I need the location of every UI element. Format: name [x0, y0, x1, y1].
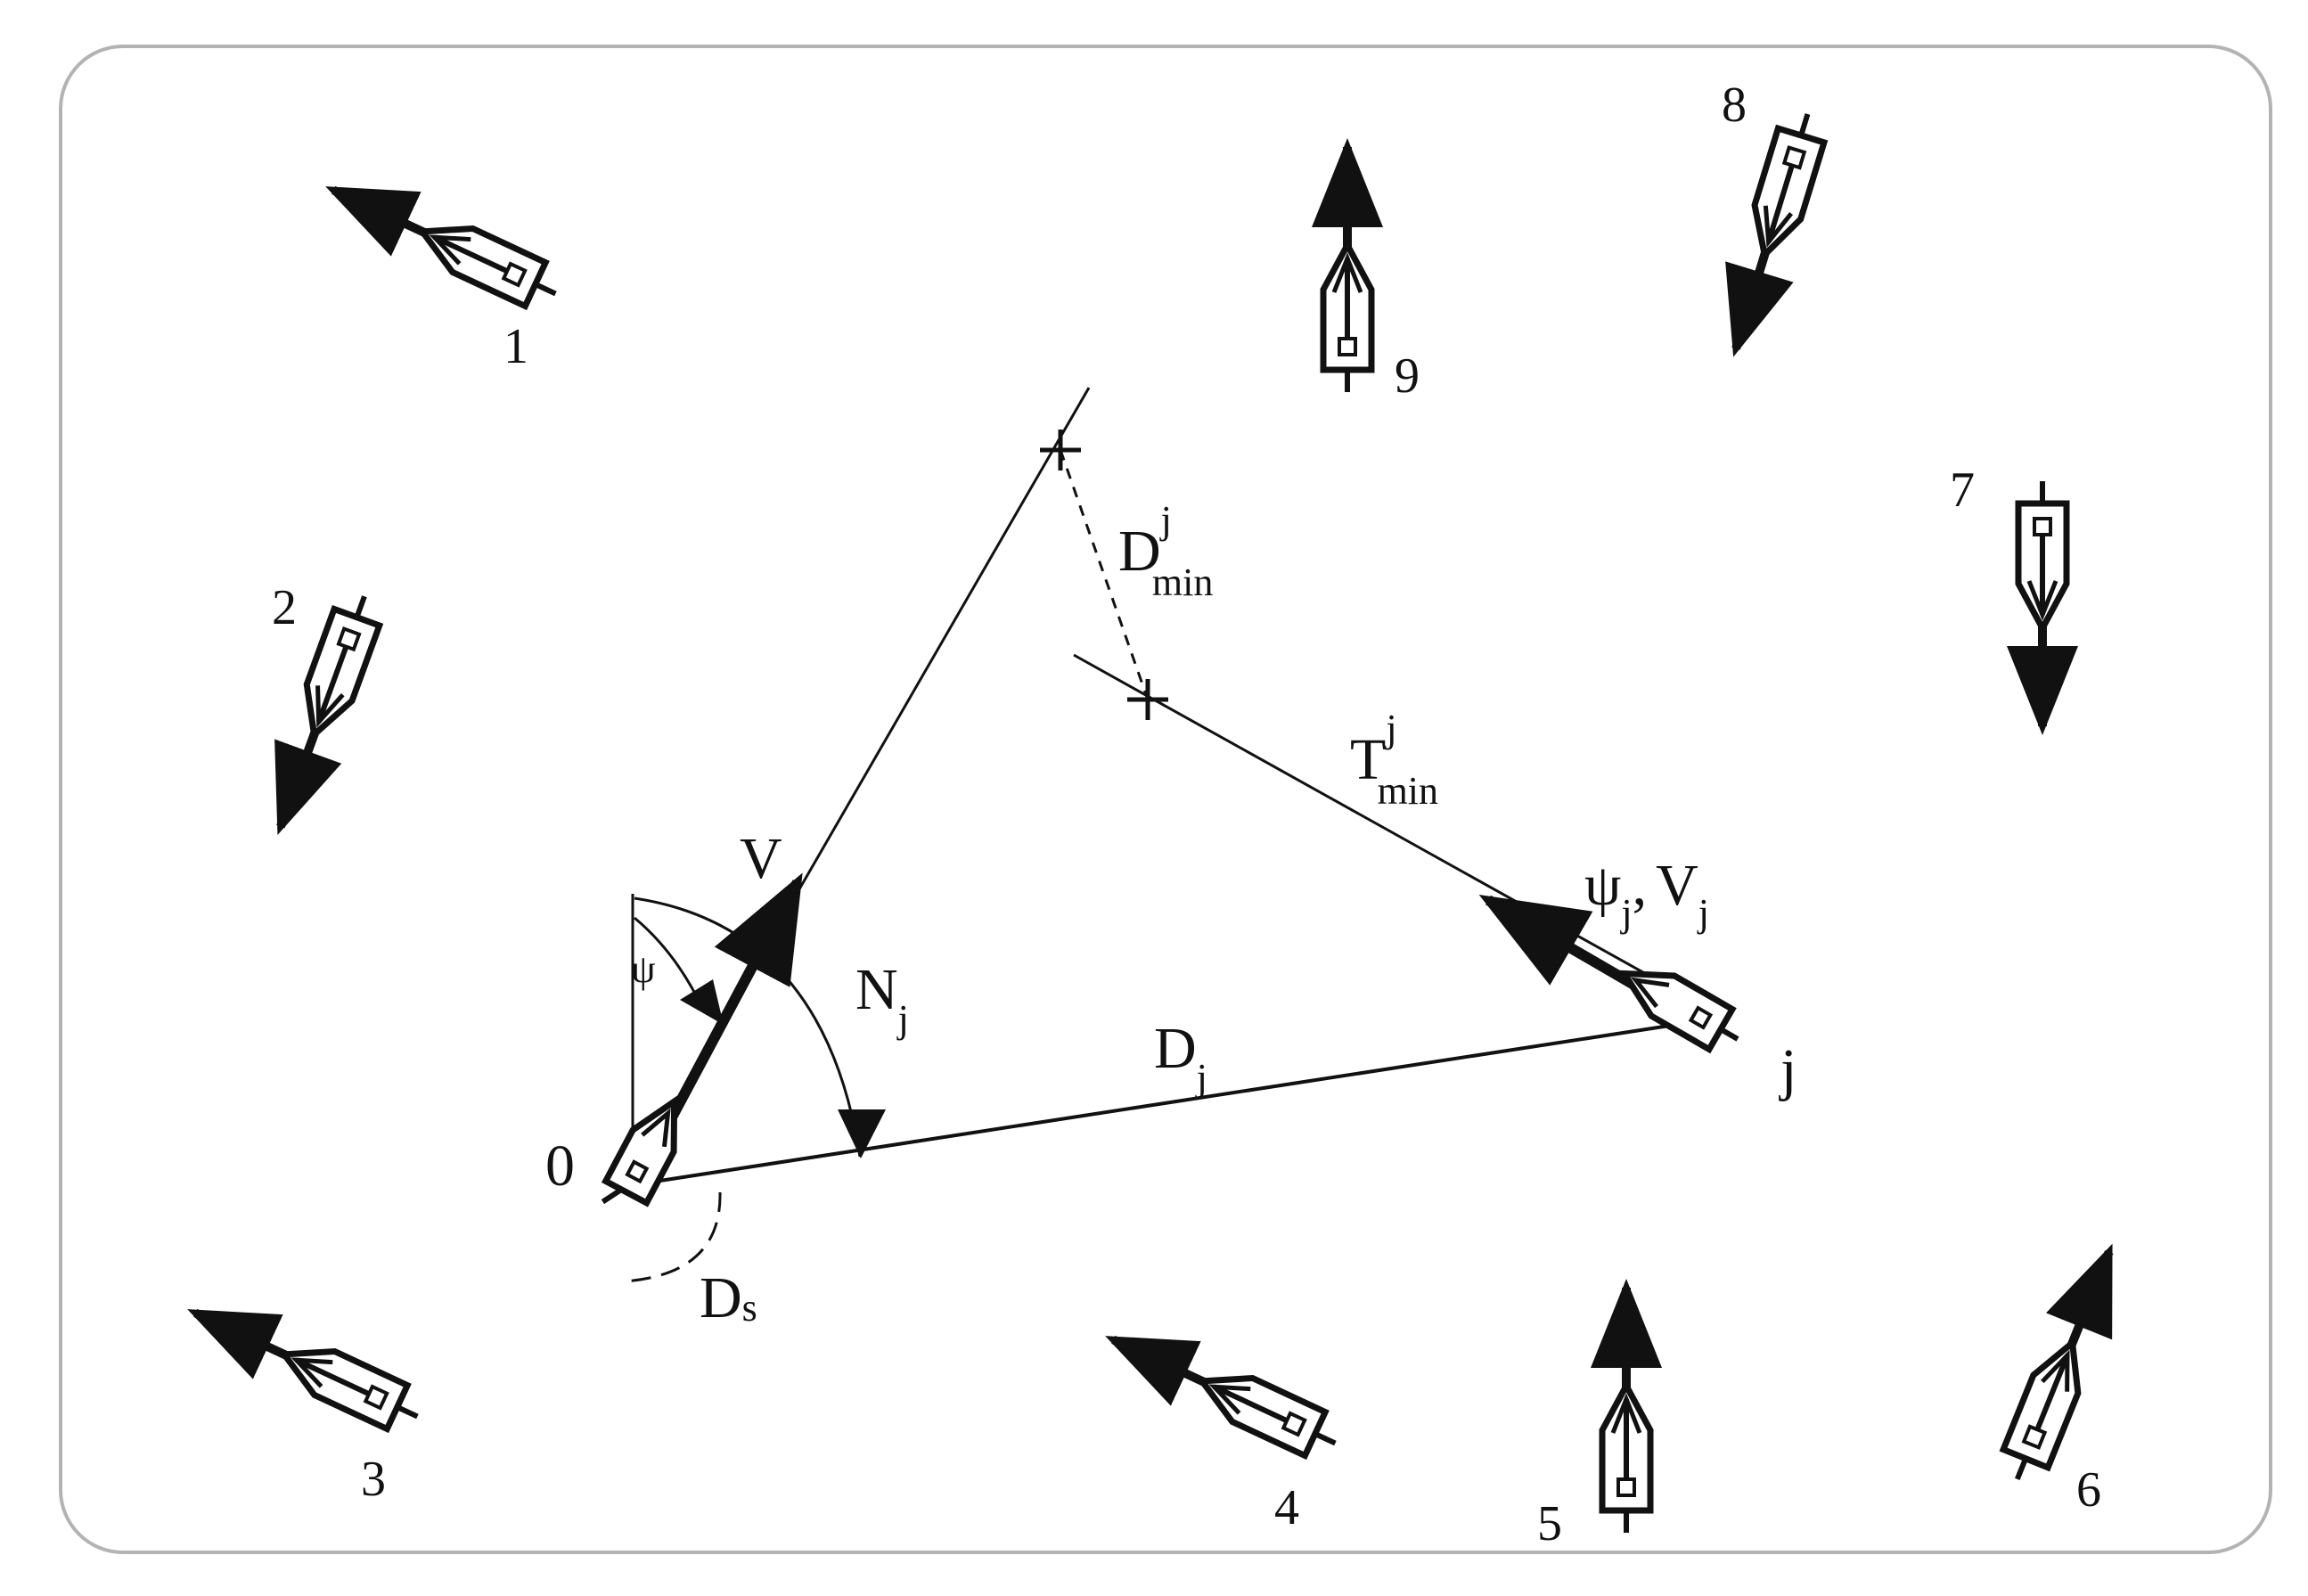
ship-2-icon [274, 595, 384, 836]
distance-label: Dj [1154, 1016, 1207, 1100]
ship-1-icon [325, 185, 557, 311]
own-ship-label: 0 [545, 1134, 575, 1199]
cpa-cross-target [1127, 679, 1168, 720]
diagram-frame [59, 45, 2272, 1554]
ship-9-label: 9 [1395, 348, 1420, 404]
ship-3-label: 3 [361, 1452, 386, 1507]
ship-4-label: 4 [1274, 1480, 1299, 1535]
own-ship-icon [601, 1095, 678, 1207]
ship-9-icon [1312, 138, 1383, 392]
ship-7-label: 7 [1950, 462, 1975, 518]
ship-5-label: 5 [1537, 1496, 1562, 1551]
ship-6-icon [1999, 1243, 2114, 1481]
bearing-label: Nj [855, 957, 909, 1041]
cpa-cross-own [1040, 430, 1081, 471]
ship-6-label: 6 [2076, 1462, 2101, 1518]
target-course-line [1073, 653, 1703, 1007]
ship-4-icon [1105, 1335, 1337, 1461]
ship-2-label: 2 [272, 580, 297, 635]
ship-8-icon [1725, 113, 1829, 357]
other-ships-group: 1 2 3 4 5 6 7 8 9 [187, 78, 2114, 1551]
target-ship-icon [1618, 970, 1739, 1054]
bearing-arc-arrowhead [838, 1109, 886, 1158]
heading-arc-arrowhead [680, 979, 724, 1025]
safe-distance-label: Ds [700, 1265, 757, 1330]
safe-distance-arc [623, 1191, 722, 1283]
heading-label: ψ [631, 947, 656, 991]
ship-7-icon [2007, 481, 2078, 735]
ship-5-icon [1591, 1279, 1662, 1533]
own-speed-label: V [740, 826, 782, 891]
ship-3-icon [187, 1308, 419, 1434]
ship-8-label: 8 [1722, 78, 1747, 133]
target-course-speed-label: ψj,Vj [1584, 853, 1709, 935]
ship-1-label: 1 [503, 319, 528, 374]
cpa-distance-dashed [1059, 449, 1150, 700]
target-ship-label: j [1779, 1037, 1796, 1102]
own-velocity-arrow [654, 872, 803, 1143]
distance-line [630, 1023, 1676, 1187]
